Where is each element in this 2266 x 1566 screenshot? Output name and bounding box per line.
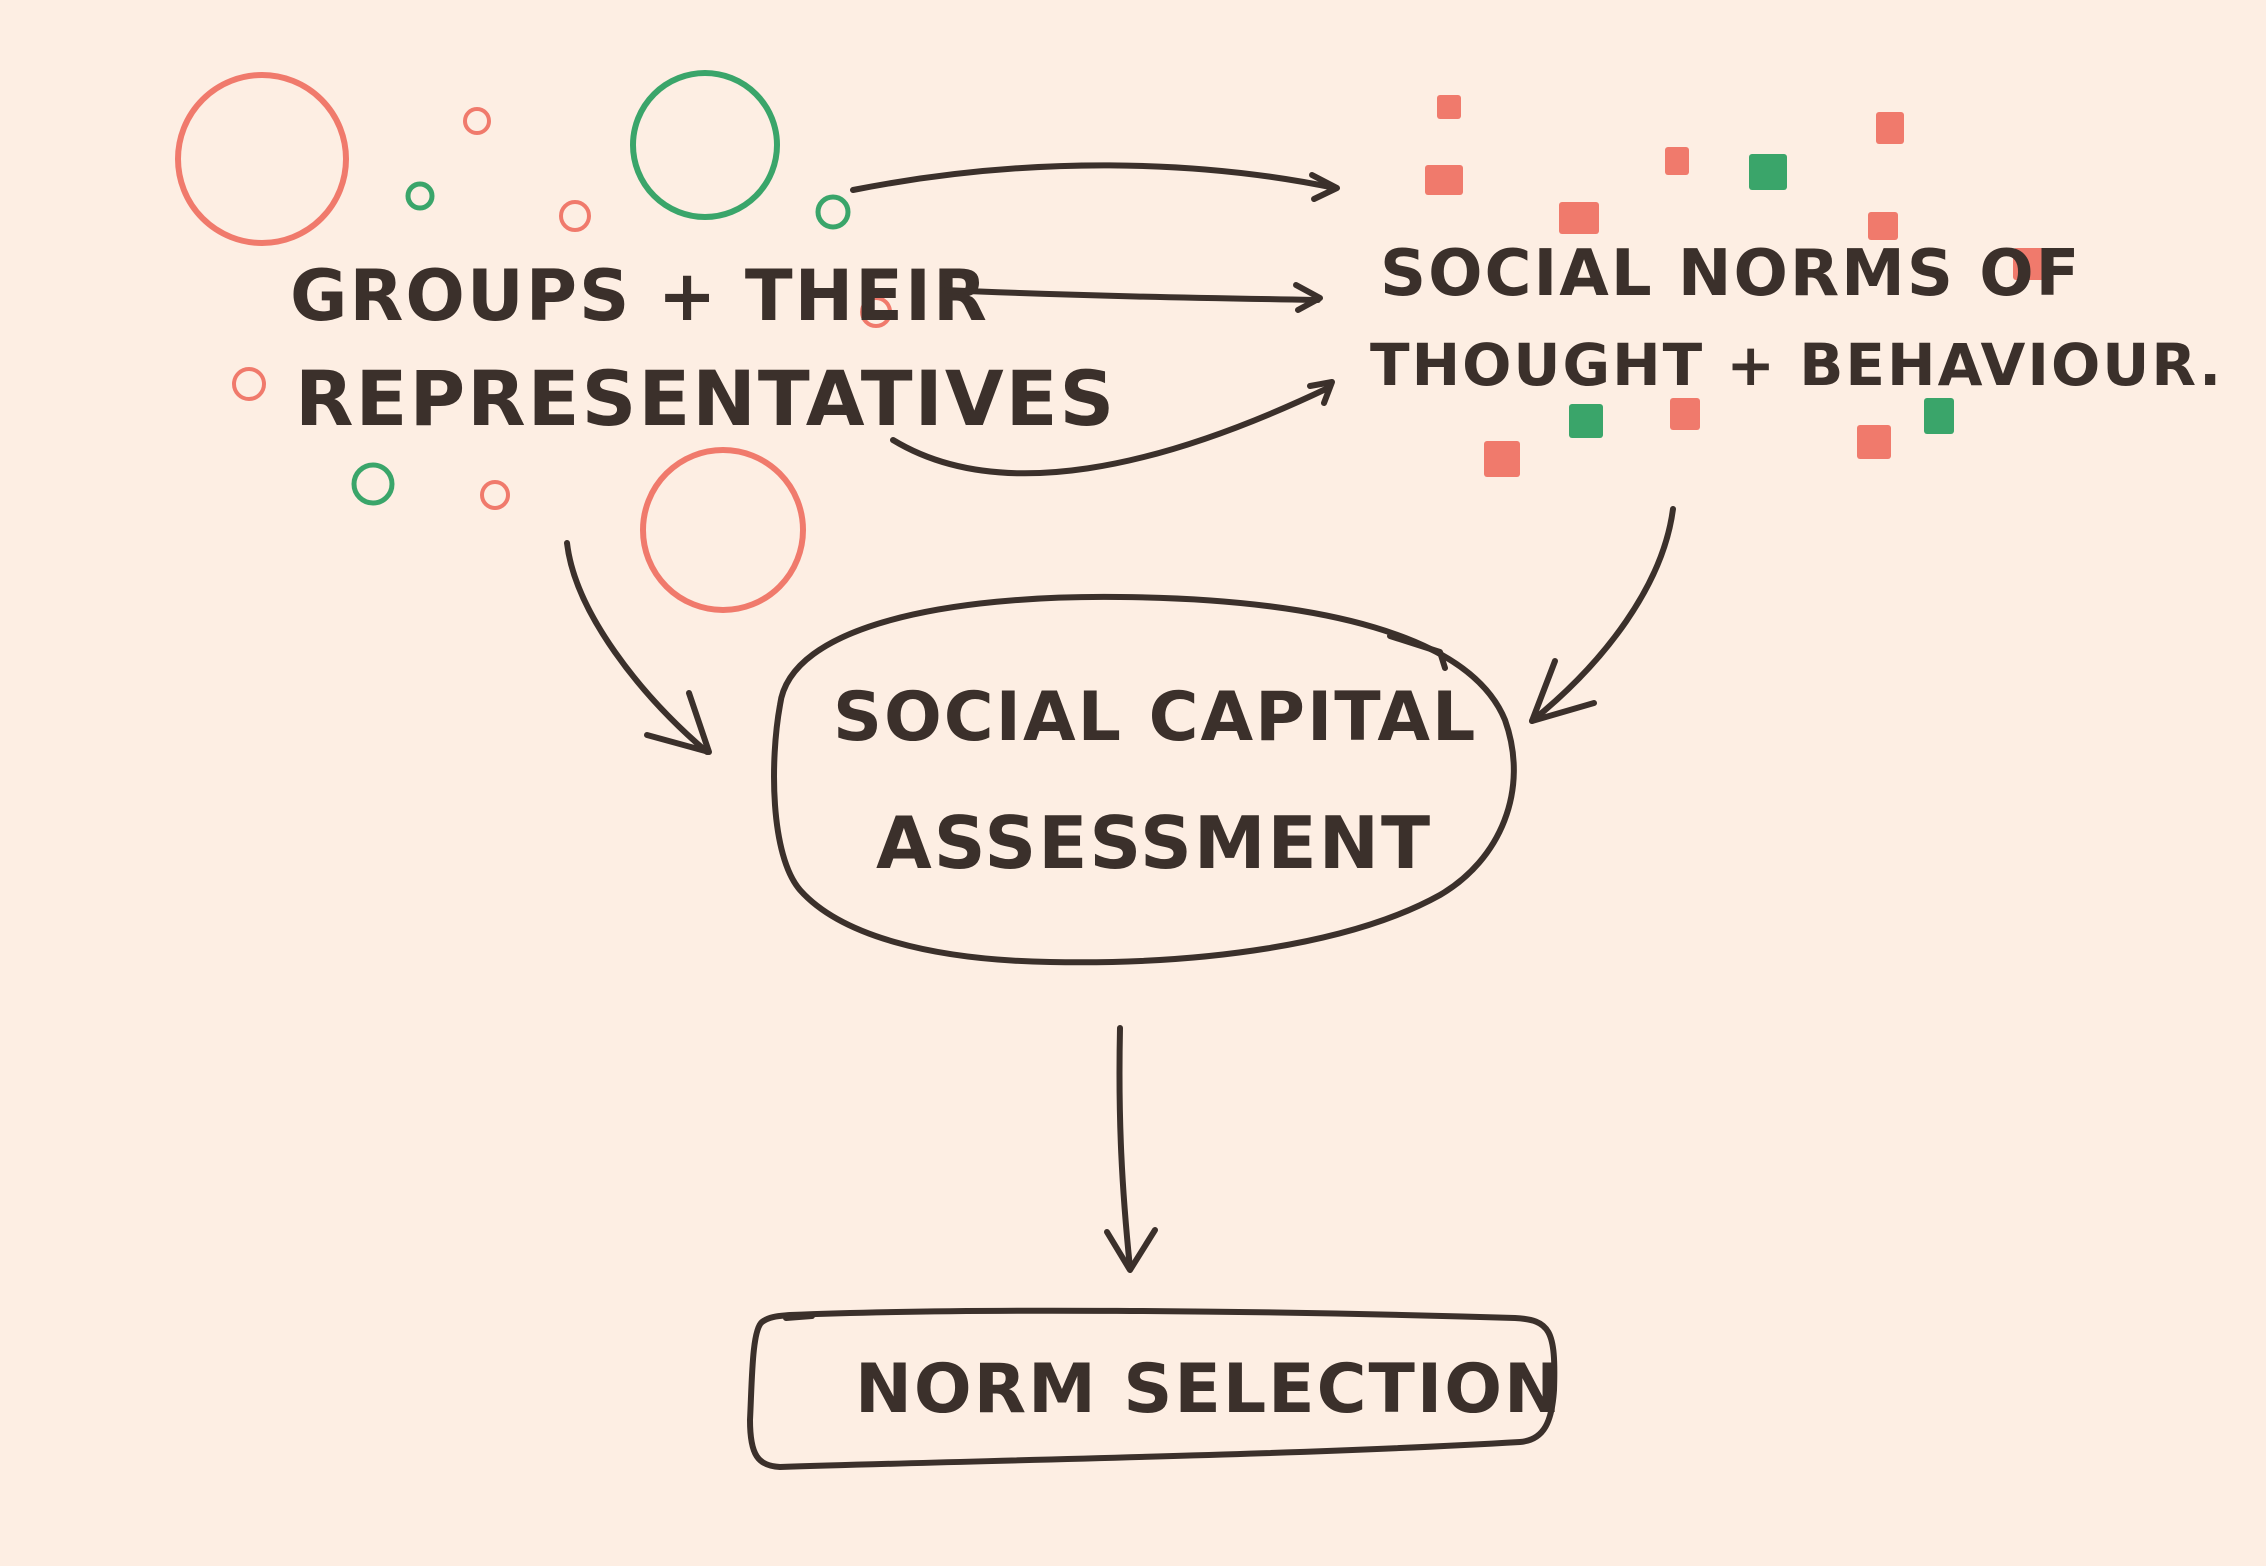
norms-label-line1: SOCIAL NORMS OF bbox=[1380, 237, 2081, 311]
arrowhead bbox=[1307, 379, 1335, 406]
selection-box bbox=[747, 1307, 1558, 1470]
small-green-circle bbox=[405, 181, 435, 211]
arrowhead bbox=[1104, 1227, 1158, 1273]
arrow-line bbox=[850, 162, 1338, 193]
small-green-circle bbox=[351, 462, 395, 506]
red-square bbox=[1670, 398, 1700, 430]
selection-label: NORM SELECTION bbox=[855, 1350, 1563, 1429]
assessment-ellipse bbox=[771, 593, 1517, 966]
large-red-circle-bottom bbox=[640, 447, 806, 613]
edges-groups-to-norms bbox=[850, 162, 1340, 477]
edge-assessment-to-selection bbox=[1104, 1025, 1158, 1273]
arrow-line bbox=[1529, 506, 1676, 724]
red-square bbox=[1876, 112, 1904, 144]
norm-squares-decoration bbox=[1425, 95, 2047, 477]
box-overlap-stroke bbox=[783, 1313, 815, 1321]
large-green-circle-top bbox=[630, 70, 780, 220]
assessment-label-line1: SOCIAL CAPITAL bbox=[833, 678, 1477, 757]
red-square bbox=[1857, 425, 1891, 459]
edge-norms-to-assessment bbox=[1529, 506, 1676, 724]
norms-label-line2: THOUGHT + BEHAVIOUR. bbox=[1370, 331, 2223, 399]
ellipse-overlap-stroke bbox=[1387, 633, 1448, 671]
small-red-circle bbox=[232, 367, 266, 401]
arrow-line bbox=[940, 287, 1321, 303]
red-square bbox=[1437, 95, 1461, 119]
node-groups: GROUPS + THEIR REPRESENTATIVES bbox=[290, 255, 1116, 443]
assessment-label-line2: ASSESSMENT bbox=[876, 801, 1432, 885]
small-red-circle bbox=[463, 107, 491, 135]
arrowhead bbox=[644, 690, 712, 755]
arrowhead bbox=[1309, 172, 1340, 202]
arrow-line bbox=[890, 385, 1331, 477]
red-square bbox=[2013, 248, 2047, 280]
group-circles-decoration bbox=[175, 70, 892, 613]
arrow-line bbox=[1116, 1025, 1133, 1271]
red-square bbox=[1665, 147, 1689, 175]
node-social-norms: SOCIAL NORMS OF THOUGHT + BEHAVIOUR. bbox=[1370, 237, 2223, 399]
groups-label-line1: GROUPS + THEIR bbox=[290, 255, 989, 337]
small-red-circle bbox=[480, 480, 510, 510]
red-square bbox=[1425, 165, 1463, 195]
small-red-circle bbox=[559, 200, 591, 232]
small-green-circle bbox=[815, 194, 851, 230]
red-square bbox=[1559, 202, 1599, 234]
node-assessment: SOCIAL CAPITAL ASSESSMENT bbox=[771, 593, 1517, 966]
green-square bbox=[1924, 398, 1954, 434]
groups-label-line2: REPRESENTATIVES bbox=[295, 354, 1116, 443]
green-square bbox=[1569, 404, 1603, 438]
green-square bbox=[1749, 154, 1787, 190]
edge-groups-to-assessment bbox=[564, 540, 712, 755]
red-square bbox=[1868, 212, 1898, 240]
arrow-line bbox=[564, 540, 710, 755]
arrowhead bbox=[1529, 658, 1597, 724]
node-norm-selection: NORM SELECTION bbox=[747, 1307, 1563, 1470]
red-square bbox=[1484, 441, 1520, 477]
large-red-circle-top-left bbox=[175, 72, 349, 246]
arrowhead bbox=[1293, 282, 1323, 313]
small-red-circle bbox=[860, 296, 892, 328]
